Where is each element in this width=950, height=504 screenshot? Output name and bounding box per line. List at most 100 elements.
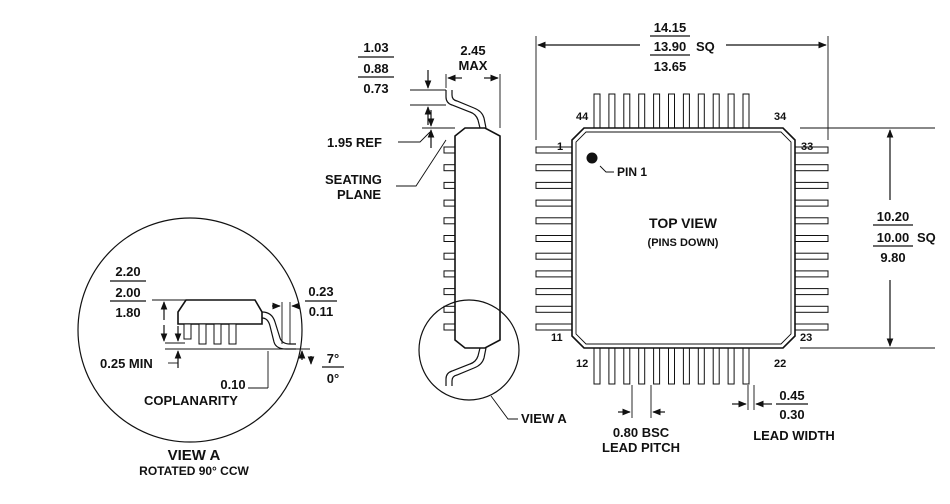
top-view-body-inner-edge <box>575 131 792 345</box>
top-view-pin-bottom <box>593 347 601 385</box>
top-view-pin-left <box>535 270 573 278</box>
lead-pitch-dimension: 0.80 BSC LEAD PITCH <box>602 385 680 455</box>
seating-plane-line2: PLANE <box>337 187 381 202</box>
detail-gull-wing-lead <box>261 311 296 345</box>
top-view-pin-top <box>623 93 631 129</box>
pin-number-23: 23 <box>800 332 812 344</box>
top-view-body <box>571 127 796 349</box>
top-view-pin-left <box>535 305 573 313</box>
top-view-pin-left <box>535 181 573 189</box>
side-view-pin-end <box>443 164 456 172</box>
pin-number-34: 34 <box>774 111 787 123</box>
top-view-pin-right <box>794 305 829 313</box>
side-top-lead <box>445 90 481 129</box>
top-height-suffix: SQ <box>917 230 936 245</box>
side-view-pin-end <box>443 217 456 225</box>
coplanarity-label: COPLANARITY <box>144 393 238 408</box>
detail-lead-thickness-max: 0.23 <box>308 284 333 299</box>
top-view-pin-top <box>712 93 720 129</box>
detail-view-circle <box>77 217 303 443</box>
top-view-pin-left <box>535 146 573 154</box>
pin-number-22: 22 <box>774 358 786 370</box>
top-view-pin-top <box>697 93 705 129</box>
top-height-dimension: 10.20 10.00 SQ 9.80 <box>800 127 936 349</box>
side-bottom-lead <box>445 347 481 386</box>
side-view-pin-end <box>443 270 456 278</box>
top-view-subtitle: (PINS DOWN) <box>648 237 719 249</box>
top-view-pin-bottom <box>742 347 750 385</box>
side-view-pin-end <box>443 323 456 331</box>
top-view-pin-left <box>535 235 573 242</box>
detail-height-max: 2.20 <box>115 264 140 279</box>
top-view-pin-right <box>794 288 829 296</box>
detail-view-a: 2.20 2.00 1.80 0.25 MIN 0.23 0.11 <box>77 217 344 478</box>
top-height-nom: 10.00 <box>877 230 910 245</box>
top-view-pin-left <box>535 164 573 172</box>
top-view-pin-bottom <box>653 347 661 385</box>
top-width-suffix: SQ <box>696 39 715 54</box>
side-height-max-value: 2.45 <box>460 43 485 58</box>
pin-number-44: 44 <box>576 111 589 123</box>
side-lead-max: 1.03 <box>363 40 388 55</box>
side-view-pin-end <box>443 288 456 296</box>
side-lead-nom: 0.88 <box>363 61 388 76</box>
side-lead-min: 0.73 <box>363 81 388 96</box>
top-view-pin-top <box>727 93 735 129</box>
view-a-leader <box>490 395 518 420</box>
detail-angle-min: 0° <box>327 371 339 386</box>
detail-body <box>177 299 263 325</box>
top-view-pin-right <box>794 252 829 260</box>
side-view-pin-end <box>443 305 456 313</box>
view-a-callout-circle <box>418 299 520 401</box>
detail-height-dimension: 2.20 2.00 1.80 <box>110 264 186 342</box>
seating-plane-callout: SEATING PLANE <box>325 139 447 202</box>
top-view-pin-bottom <box>668 347 675 385</box>
detail-lead-4 <box>228 323 237 345</box>
top-width-max: 14.15 <box>654 20 687 35</box>
pin-number-11: 11 <box>551 332 563 344</box>
top-view-pin-right <box>794 199 829 207</box>
pin-number-12: 12 <box>576 358 588 370</box>
side-height-dimension: 2.45 MAX <box>445 43 501 128</box>
top-height-min: 9.80 <box>880 250 905 265</box>
detail-lead-2 <box>198 323 207 345</box>
lead-width-dimension: 0.45 0.30 LEAD WIDTH <box>732 385 835 443</box>
side-view-body <box>454 127 501 349</box>
lead-pitch-label: LEAD PITCH <box>602 440 680 455</box>
side-lead-dimension: 1.03 0.88 0.73 <box>358 40 446 125</box>
lead-width-min: 0.30 <box>779 407 804 422</box>
top-view-pin-left <box>535 288 573 296</box>
top-view-title: TOP VIEW <box>649 215 718 231</box>
top-view-pin-bottom <box>712 347 720 385</box>
top-view-pin-top <box>593 93 601 129</box>
top-view-pin-top <box>653 93 661 129</box>
detail-standoff-label: 0.25 MIN <box>100 356 153 371</box>
top-view-pin-top <box>668 93 675 129</box>
pin1-leader <box>599 165 614 173</box>
side-view-pin-end <box>443 252 456 260</box>
top-width-min: 13.65 <box>654 59 687 74</box>
top-view-pin-bottom <box>682 347 690 385</box>
side-height-max-label: MAX <box>459 58 488 73</box>
top-view-pin-bottom <box>638 347 646 385</box>
top-view-pin-top <box>608 93 616 129</box>
top-view-pin-right <box>794 164 829 172</box>
top-width-nom: 13.90 <box>654 39 687 54</box>
side-view: VIEW A 1.03 0.88 0.73 2.45 MAX <box>325 40 567 426</box>
top-view-pin-bottom <box>623 347 631 385</box>
top-height-max: 10.20 <box>877 209 910 224</box>
top-view-pin-bottom <box>608 347 616 385</box>
coplanarity-value: 0.10 <box>220 377 245 392</box>
pin-number-33: 33 <box>801 141 813 153</box>
side-view-pin-end <box>443 146 456 154</box>
top-view-pin-top <box>638 93 646 129</box>
side-view-pin-end <box>443 181 456 189</box>
detail-lead-3 <box>213 323 222 345</box>
detail-standoff-dimension: 0.25 MIN <box>100 326 182 371</box>
detail-view-subtitle: ROTATED 90° CCW <box>139 464 249 478</box>
seating-plane-line1: SEATING <box>325 172 382 187</box>
view-a-reference: VIEW A <box>521 411 567 426</box>
detail-angle-dimension: 7° 0° <box>298 350 344 386</box>
top-view-pin-left <box>535 323 573 331</box>
